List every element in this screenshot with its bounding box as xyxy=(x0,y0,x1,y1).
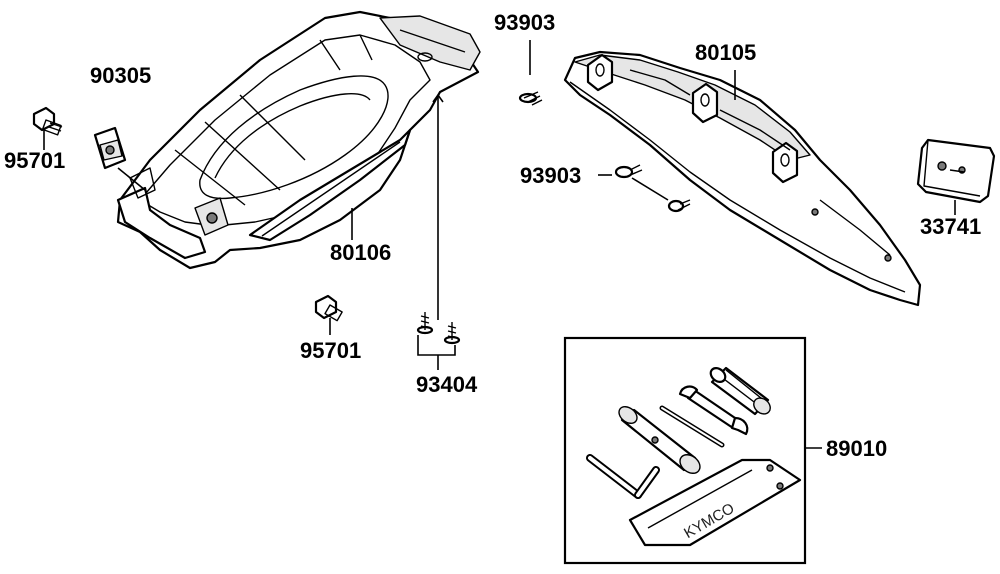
rear-fender-80106 xyxy=(116,10,481,270)
screws-93903-mid xyxy=(598,164,691,213)
label-93903-mid: 93903 xyxy=(520,163,581,188)
screwdriver-shaft-icon xyxy=(659,405,725,448)
label-33741: 33741 xyxy=(920,214,981,239)
lens-33741 xyxy=(916,138,996,204)
label-80106: 80106 xyxy=(330,240,391,265)
label-90305: 90305 xyxy=(90,63,151,88)
label-95701-top: 95701 xyxy=(4,148,65,173)
screw-93903-top xyxy=(518,40,543,106)
screwdriver-handle-icon xyxy=(709,366,771,416)
bolt-95701-bottom xyxy=(314,294,343,335)
clip-nut-90305 xyxy=(93,126,146,191)
label-93903-top: 93903 xyxy=(494,10,555,35)
rear-cover-80105 xyxy=(563,50,922,307)
label-93404: 93404 xyxy=(416,372,478,397)
mounting-boss xyxy=(771,141,799,184)
hex-key-icon xyxy=(586,454,660,499)
bolt-95701-top xyxy=(32,106,63,150)
spanner-icon xyxy=(618,406,701,474)
mounting-boss xyxy=(586,53,614,92)
screws-93404 xyxy=(416,93,461,370)
toolkit-box: KYMCO xyxy=(563,336,822,565)
mounting-boss xyxy=(691,82,719,124)
label-95701-bottom: 95701 xyxy=(300,338,361,363)
label-80105: 80105 xyxy=(695,40,756,65)
label-89010: 89010 xyxy=(826,436,887,461)
wrench-icon xyxy=(678,385,749,436)
